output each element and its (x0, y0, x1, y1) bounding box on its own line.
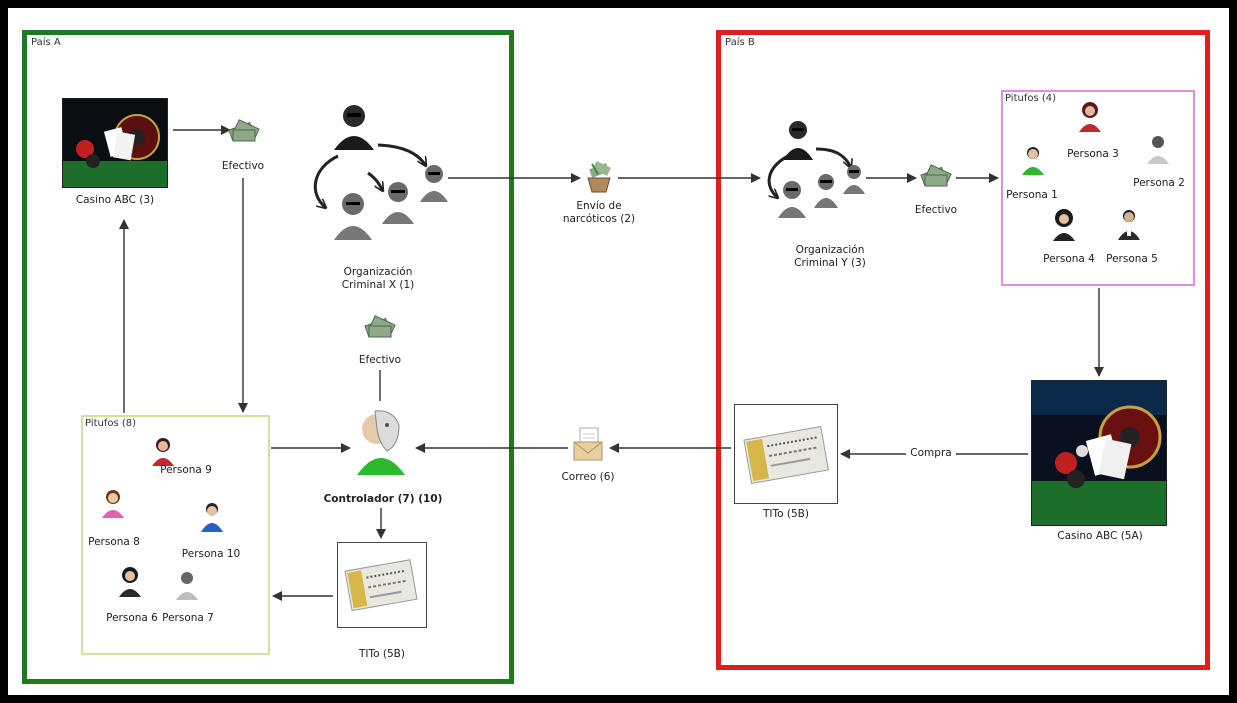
persona-5-icon (1117, 206, 1141, 244)
purchase-label: Compra (906, 447, 956, 460)
country-b-label: País B (725, 37, 755, 48)
smurfs-a-group: Pitufos (8) (81, 415, 270, 655)
org-x-label-line1: Organización (343, 266, 413, 278)
tito-b-image (734, 404, 838, 504)
persona-7-label: Persona 7 (162, 612, 214, 624)
shipment-icon (582, 160, 616, 198)
cash-a-top-icon (228, 118, 260, 150)
smurfs-a-label: Pitufos (8) (85, 418, 137, 429)
tito-a-label: TITo (5B) (359, 648, 405, 660)
shipment-label-line2: narcóticos (2) (562, 213, 636, 225)
cash-b-label: Efectivo (914, 204, 958, 216)
tito-a-image (337, 542, 427, 628)
casino-abc-5a-label: Casino ABC (5A) (1057, 530, 1143, 542)
persona-6-label: Persona 6 (106, 612, 158, 624)
persona-3-icon (1078, 100, 1102, 136)
org-y-label-line1: Organización (795, 244, 865, 256)
cycle-arrow-x-left (313, 154, 339, 208)
controller-icon (353, 403, 409, 479)
persona-7-icon (175, 568, 199, 604)
persona-1-label: Persona 1 (1006, 189, 1058, 201)
persona-3-label: Persona 3 (1067, 148, 1119, 160)
cash-b-icon (920, 163, 952, 195)
persona-4-icon (1052, 207, 1076, 245)
arrows-layer (119, 125, 1104, 601)
casino-abc-5a-image (1031, 380, 1167, 526)
casino-abc-3-label: Casino ABC (3) (75, 194, 155, 206)
controller-label: Controlador (7) (10) (323, 493, 443, 505)
cycle-arrow-x-mid (367, 171, 383, 191)
country-a-region: País A (22, 30, 514, 684)
shipment-label-line1: Envío de (576, 200, 622, 212)
cash-a-top-label: Efectivo (221, 160, 265, 172)
persona-8-label: Persona 8 (88, 536, 140, 548)
persona-9-icon (151, 436, 175, 470)
org-y-label-line2: Criminal Y (3) (794, 257, 866, 269)
casino-abc-3-image (62, 98, 168, 188)
org-x-label-line2: Criminal X (1) (341, 279, 415, 291)
country-b-region: País B (716, 30, 1210, 670)
smurfs-b-group: Pitufos (4) (1001, 90, 1195, 286)
diagram-canvas: País A País B Pitufos (4) Pitufos (8) (8, 8, 1229, 695)
mail-label: Correo (6) (561, 471, 615, 483)
org-x-icon (308, 100, 458, 264)
persona-10-label: Persona 10 (181, 548, 241, 560)
persona-9-label: Persona 9 (160, 464, 212, 476)
cycle-arrow-y-left (767, 154, 789, 198)
persona-6-icon (118, 565, 142, 601)
cash-a-mid-icon (364, 314, 396, 346)
mail-icon (572, 426, 604, 466)
cycle-arrow-x-right (377, 143, 426, 166)
persona-4-label: Persona 4 (1043, 253, 1095, 265)
persona-8-icon (101, 488, 125, 522)
persona-5-label: Persona 5 (1106, 253, 1158, 265)
persona-1-icon (1021, 143, 1045, 179)
smurfs-b-label: Pitufos (4) (1005, 93, 1057, 104)
persona-2-label: Persona 2 (1133, 177, 1185, 189)
shipment-label: Envío de narcóticos (2) (559, 200, 639, 226)
country-a-label: País A (31, 37, 61, 48)
cycle-arrow-y-right (815, 147, 851, 168)
persona-10-icon (200, 500, 224, 536)
cash-a-mid-label: Efectivo (358, 354, 402, 366)
org-y-icon (768, 118, 868, 232)
persona-2-icon (1146, 132, 1170, 168)
org-x-label: Organización Criminal X (1) (328, 266, 428, 292)
tito-b-label: TITo (5B) (763, 508, 809, 520)
org-y-label: Organización Criminal Y (3) (780, 244, 880, 270)
